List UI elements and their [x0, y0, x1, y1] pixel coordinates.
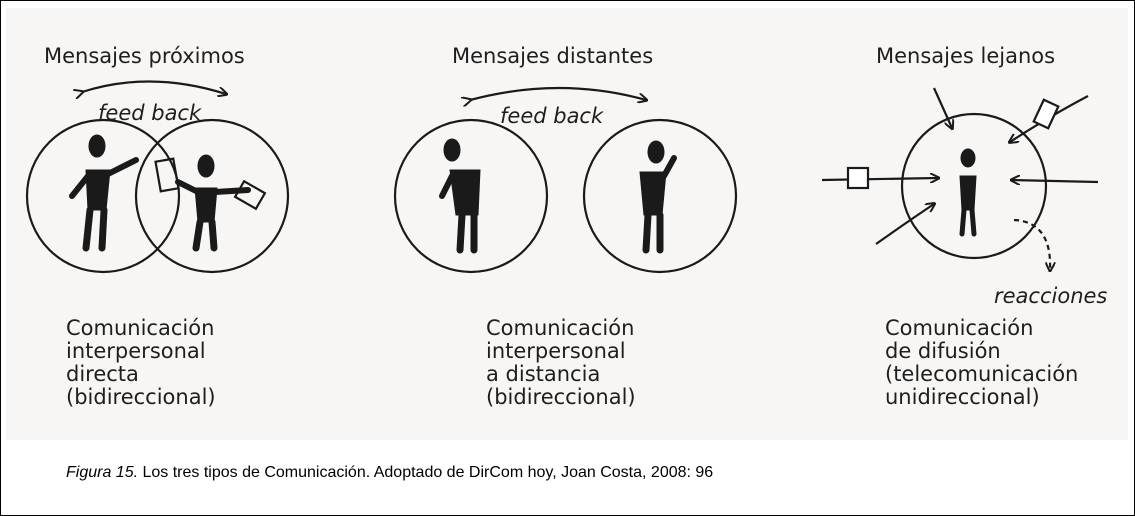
description-direct: Comunicación interpersonal directa (bidi… — [66, 316, 216, 409]
broadcast-circle — [900, 112, 1048, 260]
circle-right-person — [582, 118, 738, 274]
person-figure-icon — [639, 140, 677, 254]
person-figure-icon — [69, 134, 139, 252]
heading-mensajes-proximos: Mensajes próximos — [44, 44, 245, 68]
message-device-icon — [846, 98, 1060, 190]
circle-left-person — [393, 118, 549, 274]
reactions-label: reacciones — [994, 284, 1108, 308]
figure-number: Figura 15. — [66, 464, 139, 481]
message-device-icon — [154, 157, 267, 211]
panel-broadcast-diagram — [821, 87, 1099, 270]
feedback-arrow-icon — [82, 80, 226, 94]
panel-distance-diagram — [393, 86, 738, 274]
description-broadcast: Comunicación de difusión (telecomunicaci… — [885, 316, 1079, 409]
heading-mensajes-distantes: Mensajes distantes — [452, 44, 654, 68]
feedback-arrow-icon — [470, 86, 646, 100]
scanned-figure-area — [6, 8, 1128, 440]
circle-left-person — [25, 118, 181, 274]
person-figure-icon — [175, 154, 251, 252]
circle-right-person — [134, 118, 290, 274]
figure-caption: Figura 15. Los tres tipos de Comunicació… — [66, 464, 713, 482]
caption-text: Los tres tipos de Comunicación. Adoptado… — [138, 464, 714, 481]
panel-direct-diagram — [25, 80, 290, 274]
heading-mensajes-lejanos: Mensajes lejanos — [876, 44, 1056, 68]
feedback-label: feed back — [500, 104, 604, 128]
person-figure-icon — [959, 148, 977, 237]
person-figure-icon — [439, 138, 481, 254]
feedback-label: feed back — [98, 101, 202, 125]
description-distance: Comunicación interpersonal a distancia (… — [486, 316, 636, 409]
